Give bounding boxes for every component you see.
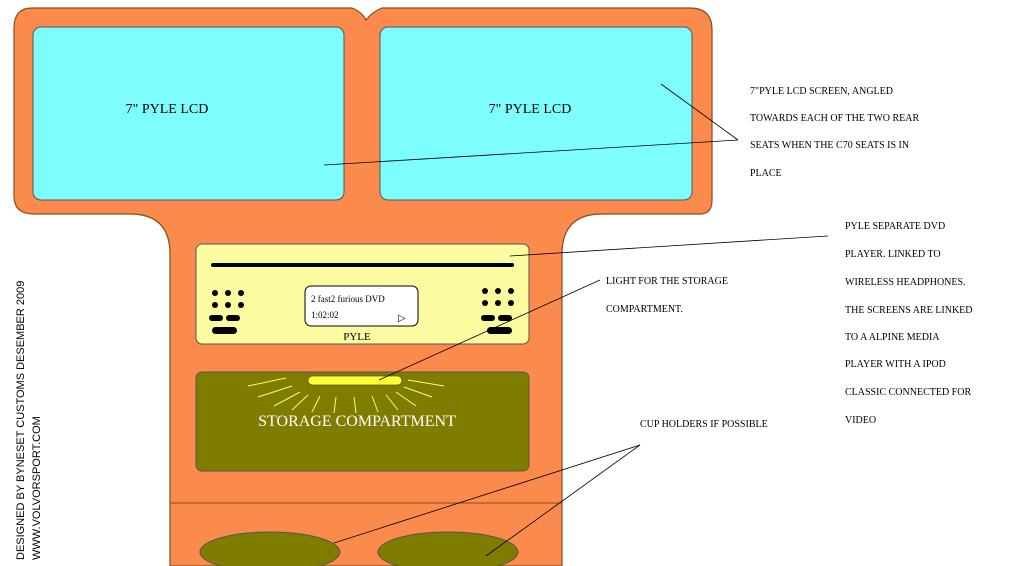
dvd-display xyxy=(304,285,419,327)
storage-compartment xyxy=(195,371,530,472)
left-cup-holder xyxy=(199,531,341,566)
screen-note-line: 7"PYLE LCD SCREEN, ANGLED xyxy=(750,86,893,97)
dvd-note-line: THE SCREENS ARE LINKED xyxy=(845,305,973,316)
play-icon: ▷ xyxy=(398,313,406,324)
light-note-line: COMPARTMENT. xyxy=(606,304,683,315)
screen-note-line: PLACE xyxy=(750,168,782,179)
credit-line-2: WWW.VOLVORSPORT.COM xyxy=(31,416,43,560)
left-lcd-screen xyxy=(32,26,345,201)
dvd-note-line: PLAYER WITH A IPOD xyxy=(845,359,946,370)
screen-note-line: TOWARDS EACH OF THE TWO REAR xyxy=(750,113,920,124)
dvd-note-line: CLASSIC CONNECTED FOR xyxy=(845,387,971,398)
right-button-cluster xyxy=(481,288,514,334)
dvd-note-line: PYLE SEPARATE DVD xyxy=(845,221,945,232)
right-lcd-label: 7" PYLE LCD xyxy=(489,102,572,117)
storage-label: STORAGE COMPARTMENT xyxy=(258,413,456,430)
light-annotation: LIGHT FOR THE STORAGE COMPARTMENT. xyxy=(606,276,728,315)
cup-holder-annotation: CUP HOLDERS IF POSSIBLE xyxy=(640,419,768,430)
screen-note-line: SEATS WHEN THE C70 SEATS IS IN xyxy=(750,140,909,151)
light-rays xyxy=(247,377,445,414)
screen-annotation: 7"PYLE LCD SCREEN, ANGLED TOWARDS EACH O… xyxy=(750,86,920,179)
dvd-note-line: VIDEO xyxy=(845,415,876,426)
dvd-annotation: PYLE SEPARATE DVD PLAYER. LINKED TO WIRE… xyxy=(845,221,973,426)
credit-line-1: DESIGNED BY BYNESET CUSTOMS DESEMBER 200… xyxy=(15,281,27,560)
left-lcd-label: 7" PYLE LCD xyxy=(126,102,209,117)
dvd-brand-label: PYLE xyxy=(343,331,371,343)
dvd-note-line: WIRELESS HEADPHONES. xyxy=(845,277,966,288)
dvd-display-title: 2 fast2 furious DVD xyxy=(311,294,385,304)
credit-text: DESIGNED BY BYNESET CUSTOMS DESEMBER 200… xyxy=(15,281,43,560)
leader-lines xyxy=(323,83,829,557)
left-button-cluster xyxy=(209,290,244,334)
light-note-line: LIGHT FOR THE STORAGE xyxy=(606,276,728,287)
dvd-display-time: 1:02:02 xyxy=(311,310,339,320)
dvd-note-line: PLAYER. LINKED TO xyxy=(845,249,941,260)
dvd-note-line: TO A ALPINE MEDIA xyxy=(845,332,940,343)
storage-light xyxy=(307,375,403,386)
right-cup-holder xyxy=(377,531,519,566)
